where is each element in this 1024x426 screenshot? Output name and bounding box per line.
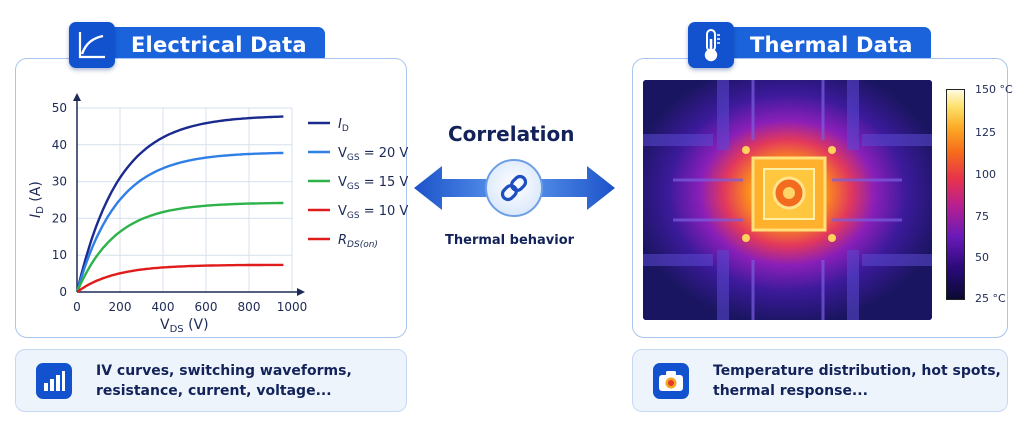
y-axis-label: ID (A)	[28, 181, 46, 218]
x-tick-label: 1000	[277, 300, 308, 314]
thermal-caption: Temperature distribution, hot spots, the…	[632, 349, 1008, 412]
colorbar-label-25: 25 °C	[975, 292, 1006, 305]
chart-series	[75, 115, 284, 293]
x-tick-label: 600	[195, 300, 218, 314]
thermometer-icon	[688, 22, 734, 68]
correlation-title: Correlation	[448, 122, 575, 146]
electrical-title: Electrical Data	[109, 27, 325, 63]
legend-label: VGS = 15 V	[338, 175, 408, 192]
link-icon	[500, 174, 528, 202]
thermal-camera-icon	[653, 362, 689, 399]
series-line-0	[75, 115, 284, 293]
colorbar-label-150: 150 °C	[975, 83, 1013, 96]
x-tick-label: 800	[238, 300, 261, 314]
electrical-header: Electrical Data	[69, 22, 325, 68]
y-tick-label: 30	[52, 175, 67, 189]
chart-legend: ID VGS = 20 V VGS = 15 V VGS = 10 V RDS(on)	[308, 117, 408, 250]
bar-chart-icon	[36, 362, 72, 399]
colorbar-label-50: 50	[975, 251, 989, 264]
x-axis-label: VDS (V)	[160, 317, 209, 335]
thermal-title: Thermal Data	[728, 27, 931, 63]
correlation-arrow	[414, 159, 615, 217]
y-tick-label: 50	[52, 101, 67, 115]
x-tick-label: 0	[73, 300, 81, 314]
thermal-header: Thermal Data	[688, 22, 931, 68]
y-tick-label: 10	[52, 248, 67, 262]
legend-label: RDS(on)	[338, 233, 378, 250]
series-line-1	[75, 151, 284, 293]
colorbar-label-100: 100	[975, 168, 996, 181]
electrical-caption: IV curves, switching waveforms, resistan…	[15, 349, 407, 412]
legend-label: VGS = 20 V	[338, 146, 408, 163]
thermal-caption-line2: thermal response...	[713, 382, 868, 399]
electrical-caption-line2: resistance, current, voltage...	[96, 382, 332, 399]
series-line-2	[75, 201, 284, 293]
x-tick-label: 200	[109, 300, 132, 314]
thermal-image	[643, 80, 932, 320]
chart-ticks: 0 10 20 30 40 50 0 200 400 600 800 1000	[52, 101, 308, 314]
y-tick-label: 40	[52, 138, 67, 152]
correlation-subtitle: Thermal behavior	[445, 233, 575, 248]
legend-label: ID	[338, 117, 349, 134]
colorbar-label-75: 75	[975, 210, 989, 223]
series-line-3	[76, 263, 284, 293]
chart-axes	[73, 93, 305, 296]
chart-curve-icon	[69, 22, 115, 68]
colorbar-label-125: 125	[975, 126, 996, 139]
x-tick-label: 400	[152, 300, 175, 314]
temperature-colorbar	[946, 89, 965, 300]
legend-label: VGS = 10 V	[338, 204, 408, 221]
y-tick-label: 20	[52, 211, 67, 225]
thermal-caption-line1: Temperature distribution, hot spots,	[713, 362, 1001, 379]
y-tick-label: 0	[59, 285, 67, 299]
electrical-caption-line1: IV curves, switching waveforms,	[96, 362, 352, 379]
